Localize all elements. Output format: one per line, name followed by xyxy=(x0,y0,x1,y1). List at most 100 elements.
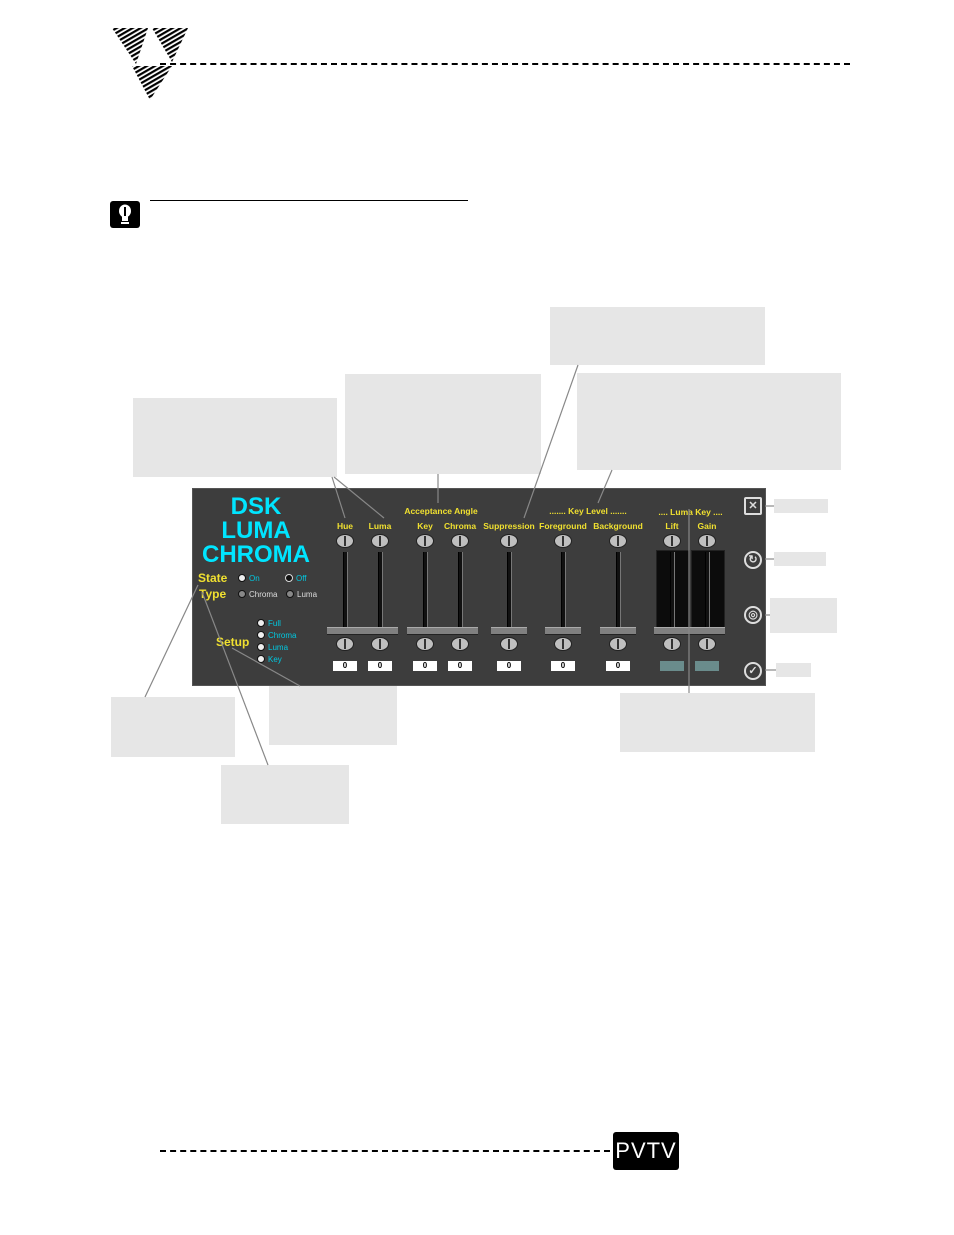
callout-box xyxy=(133,398,337,477)
slider-up-knob[interactable] xyxy=(500,534,518,548)
slider-track[interactable] xyxy=(343,552,348,627)
slider-thumb[interactable] xyxy=(442,627,478,635)
state-label: State xyxy=(198,571,228,585)
slider-thumb[interactable] xyxy=(407,627,443,635)
slider-track[interactable] xyxy=(423,552,428,627)
slider-down-knob[interactable] xyxy=(609,637,627,651)
slider-down-knob[interactable] xyxy=(336,637,354,651)
slider-thumb[interactable] xyxy=(327,627,363,635)
callout-box xyxy=(774,499,828,513)
setup-chroma-radio[interactable] xyxy=(257,631,265,639)
type-luma-label: Luma xyxy=(297,590,318,599)
footer-rule xyxy=(160,1150,610,1152)
slider-thumb[interactable] xyxy=(689,627,725,635)
slider-down-knob[interactable] xyxy=(451,637,469,651)
slider-label: Gain xyxy=(697,521,717,531)
slider-value[interactable]: 0 xyxy=(660,661,684,671)
slider-label: Hue xyxy=(336,521,354,531)
slider-value[interactable]: 0 xyxy=(413,661,437,671)
setup-luma-radio[interactable] xyxy=(257,643,265,651)
callout-box xyxy=(577,373,841,470)
group-luma-key: .... Luma Key .... xyxy=(658,507,723,517)
pvtv-logo: PVTV xyxy=(613,1132,679,1170)
dsk-luma-chroma-panel: DSK LUMA CHROMA State Type Setup On Off … xyxy=(192,488,766,686)
callout-box xyxy=(776,663,811,677)
type-chroma-label: Chroma xyxy=(249,590,278,599)
slider-label: Foreground xyxy=(539,521,587,531)
slider-track[interactable] xyxy=(507,552,512,627)
panel-title-luma: LUMA xyxy=(221,517,291,544)
slider-track[interactable] xyxy=(458,552,463,627)
slider-thumb[interactable] xyxy=(545,627,581,635)
callout-box xyxy=(269,686,397,745)
slider-label: Key xyxy=(417,521,433,531)
state-on-label: On xyxy=(249,574,260,583)
setup-key-label: Key xyxy=(268,655,282,664)
slider-thumb[interactable] xyxy=(362,627,398,635)
setup-key-radio[interactable] xyxy=(257,655,265,663)
slider-track[interactable] xyxy=(616,552,621,627)
slider-down-knob[interactable] xyxy=(371,637,389,651)
slider-value[interactable]: 0 xyxy=(448,661,472,671)
lightbulb-icon xyxy=(110,201,140,228)
slider-up-knob[interactable] xyxy=(698,534,716,548)
setup-full-label: Full xyxy=(268,619,281,628)
setup-label: Setup xyxy=(216,635,250,649)
slider-up-knob[interactable] xyxy=(609,534,627,548)
slider-up-knob[interactable] xyxy=(416,534,434,548)
callout-box xyxy=(550,307,765,365)
setup-chroma-label: Chroma xyxy=(268,631,297,640)
slider-up-knob[interactable] xyxy=(663,534,681,548)
slider-up-knob[interactable] xyxy=(371,534,389,548)
header-rule xyxy=(160,63,850,65)
close-icon[interactable]: ✕ xyxy=(744,497,762,515)
slider-value[interactable]: 0 xyxy=(695,661,719,671)
callout-box xyxy=(221,765,349,824)
slider-value[interactable]: 0 xyxy=(368,661,392,671)
slider-down-knob[interactable] xyxy=(698,637,716,651)
type-luma-radio[interactable] xyxy=(286,590,294,598)
state-off-radio[interactable] xyxy=(285,574,293,582)
callout-box xyxy=(111,697,235,757)
slider-thumb[interactable] xyxy=(491,627,527,635)
reset-icon[interactable]: ↻ xyxy=(744,551,762,569)
slider-value[interactable]: 0 xyxy=(551,661,575,671)
callout-box xyxy=(774,552,826,566)
slider-down-knob[interactable] xyxy=(416,637,434,651)
slider-label: Luma xyxy=(368,521,392,531)
callout-box xyxy=(770,598,837,633)
slider-track[interactable] xyxy=(378,552,383,627)
slider-down-knob[interactable] xyxy=(554,637,572,651)
tip-rule xyxy=(150,200,468,201)
slider-track[interactable] xyxy=(670,552,675,627)
slider-value[interactable]: 0 xyxy=(606,661,630,671)
setup-luma-label: Luma xyxy=(268,643,289,652)
slider-value[interactable]: 0 xyxy=(497,661,521,671)
slider-up-knob[interactable] xyxy=(554,534,572,548)
slider-up-knob[interactable] xyxy=(336,534,354,548)
slider-up-knob[interactable] xyxy=(451,534,469,548)
panel-title-dsk: DSK xyxy=(230,493,282,520)
slider-thumb[interactable] xyxy=(600,627,636,635)
group-acceptance-angle: Acceptance Angle xyxy=(404,506,478,516)
state-off-label: Off xyxy=(296,574,307,583)
slider-thumb[interactable] xyxy=(654,627,690,635)
panel-title-chroma: CHROMA xyxy=(202,541,310,568)
callout-box xyxy=(345,374,541,474)
slider-label: Lift xyxy=(665,521,679,531)
check-icon[interactable]: ✓ xyxy=(744,662,762,680)
slider-label: Chroma xyxy=(443,521,477,531)
slider-label: Suppression xyxy=(483,521,535,531)
slider-value[interactable]: 0 xyxy=(333,661,357,671)
company-logo-icon xyxy=(112,28,188,100)
state-on-radio[interactable] xyxy=(238,574,246,582)
group-key-level: ....... Key Level ....... xyxy=(549,506,627,516)
target-icon[interactable]: ◎ xyxy=(744,606,762,624)
setup-full-radio[interactable] xyxy=(257,619,265,627)
slider-track[interactable] xyxy=(705,552,710,627)
type-chroma-radio[interactable] xyxy=(238,590,246,598)
slider-track[interactable] xyxy=(561,552,566,627)
slider-down-knob[interactable] xyxy=(663,637,681,651)
slider-down-knob[interactable] xyxy=(500,637,518,651)
